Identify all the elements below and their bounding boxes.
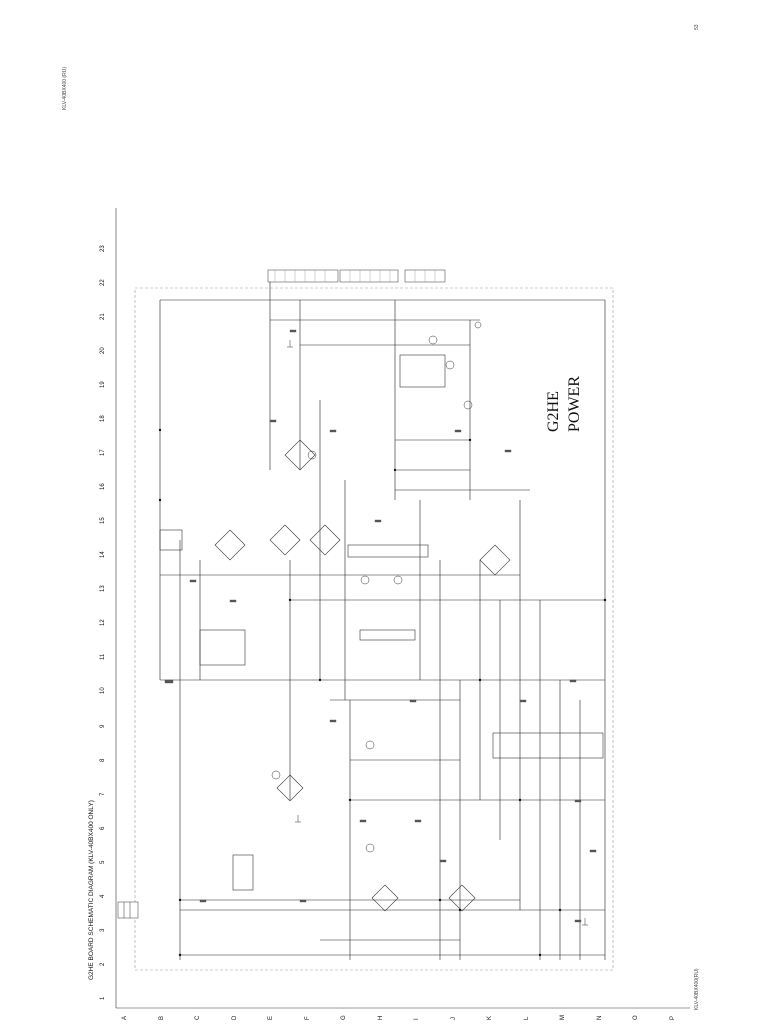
signal-traces [159,270,606,960]
ground-symbols [287,340,588,926]
power-rails [160,299,605,956]
ic-and-transformer-blocks [159,354,604,891]
passive-components [164,329,597,923]
junctions [158,428,607,957]
bridge-rectifiers [214,439,511,912]
top-connectors [267,269,446,283]
ac-input-connector [117,901,139,919]
transistors [271,321,482,853]
board-outline [134,287,614,971]
